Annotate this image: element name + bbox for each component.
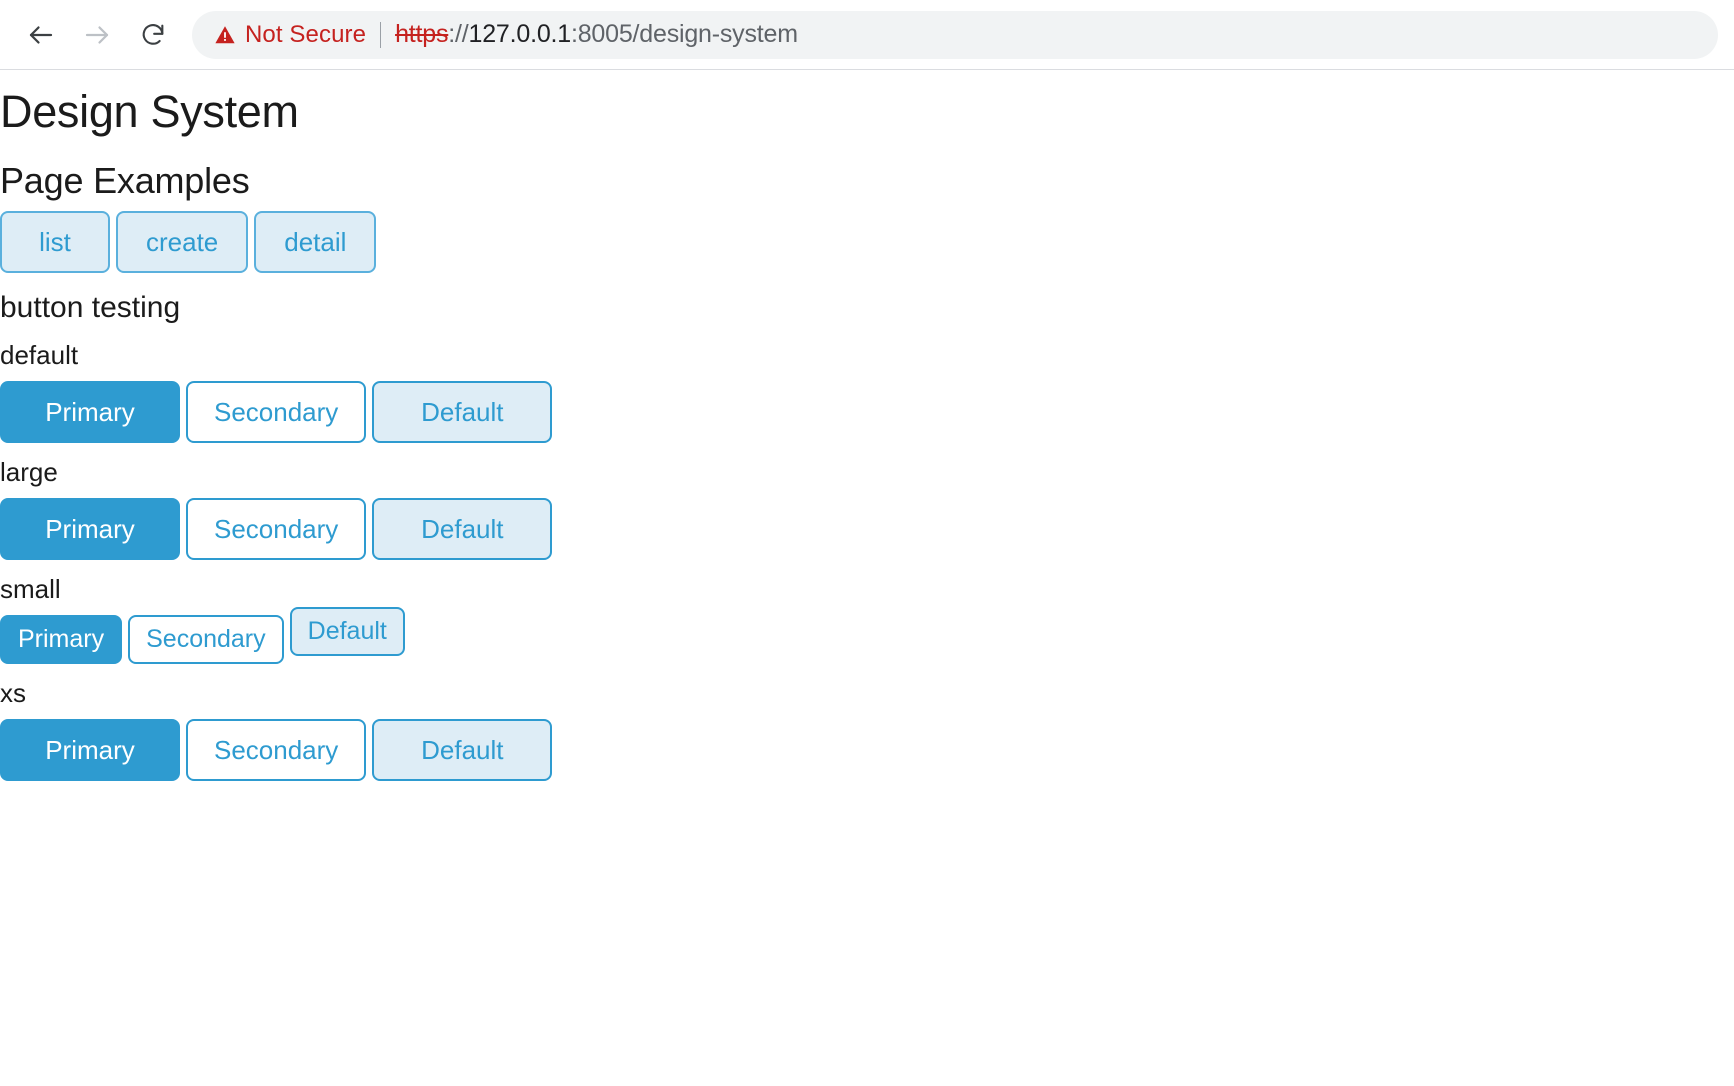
button-large-primary[interactable]: Primary xyxy=(0,498,180,561)
url-scheme: https xyxy=(395,20,449,48)
size-label-large: large xyxy=(0,456,58,487)
button-small-primary[interactable]: Primary xyxy=(0,615,123,665)
button-testing-heading: button testing xyxy=(0,291,181,325)
url-host: 127.0.0.1 xyxy=(468,20,572,48)
size-label-default: default xyxy=(0,339,79,370)
omnibox-divider xyxy=(380,21,382,48)
button-xs-default[interactable]: Default xyxy=(372,719,553,782)
button-row-large: Primary Secondary Default xyxy=(0,498,1734,561)
page-content: Design System Page Examples list create … xyxy=(0,70,1734,1085)
button-default-default[interactable]: Default xyxy=(372,380,553,443)
size-label-small: small xyxy=(0,574,61,605)
button-row-default: Primary Secondary Default xyxy=(0,380,1734,443)
back-button[interactable] xyxy=(16,10,66,60)
size-label-xs: xs xyxy=(0,678,26,709)
button-xs-secondary[interactable]: Secondary xyxy=(186,719,367,782)
reload-icon xyxy=(139,21,167,49)
page-examples-heading: Page Examples xyxy=(0,159,250,201)
arrow-right-icon xyxy=(82,20,112,50)
page-examples-links: list create detail xyxy=(0,211,1734,274)
page-example-link-list[interactable]: list xyxy=(0,211,110,274)
arrow-left-icon xyxy=(26,20,56,50)
url-text: https://127.0.0.1:8005/design-system xyxy=(395,20,798,49)
button-large-secondary[interactable]: Secondary xyxy=(186,498,367,561)
page-example-link-detail[interactable]: detail xyxy=(254,211,377,274)
page-example-link-create[interactable]: create xyxy=(116,211,249,274)
button-default-secondary[interactable]: Secondary xyxy=(186,380,367,443)
browser-toolbar: Not Secure https://127.0.0.1:8005/design… xyxy=(0,0,1734,70)
button-default-primary[interactable]: Primary xyxy=(0,380,180,443)
navigation-controls xyxy=(16,10,178,60)
button-row-xs: Primary Secondary Default xyxy=(0,719,1734,782)
button-xs-primary[interactable]: Primary xyxy=(0,719,180,782)
url-separator: :// xyxy=(448,20,469,48)
button-large-default[interactable]: Default xyxy=(372,498,553,561)
address-bar[interactable]: Not Secure https://127.0.0.1:8005/design… xyxy=(192,10,1718,59)
page-title: Design System xyxy=(0,86,299,137)
warning-triangle-icon xyxy=(214,24,236,46)
forward-button[interactable] xyxy=(72,10,122,60)
reload-button[interactable] xyxy=(128,10,178,60)
url-path: :8005/design-system xyxy=(570,20,798,48)
security-status-label: Not Secure xyxy=(245,20,367,48)
button-small-secondary[interactable]: Secondary xyxy=(128,615,284,665)
button-row-small: Primary Secondary Default xyxy=(0,607,1734,665)
button-small-default[interactable]: Default xyxy=(289,607,405,657)
